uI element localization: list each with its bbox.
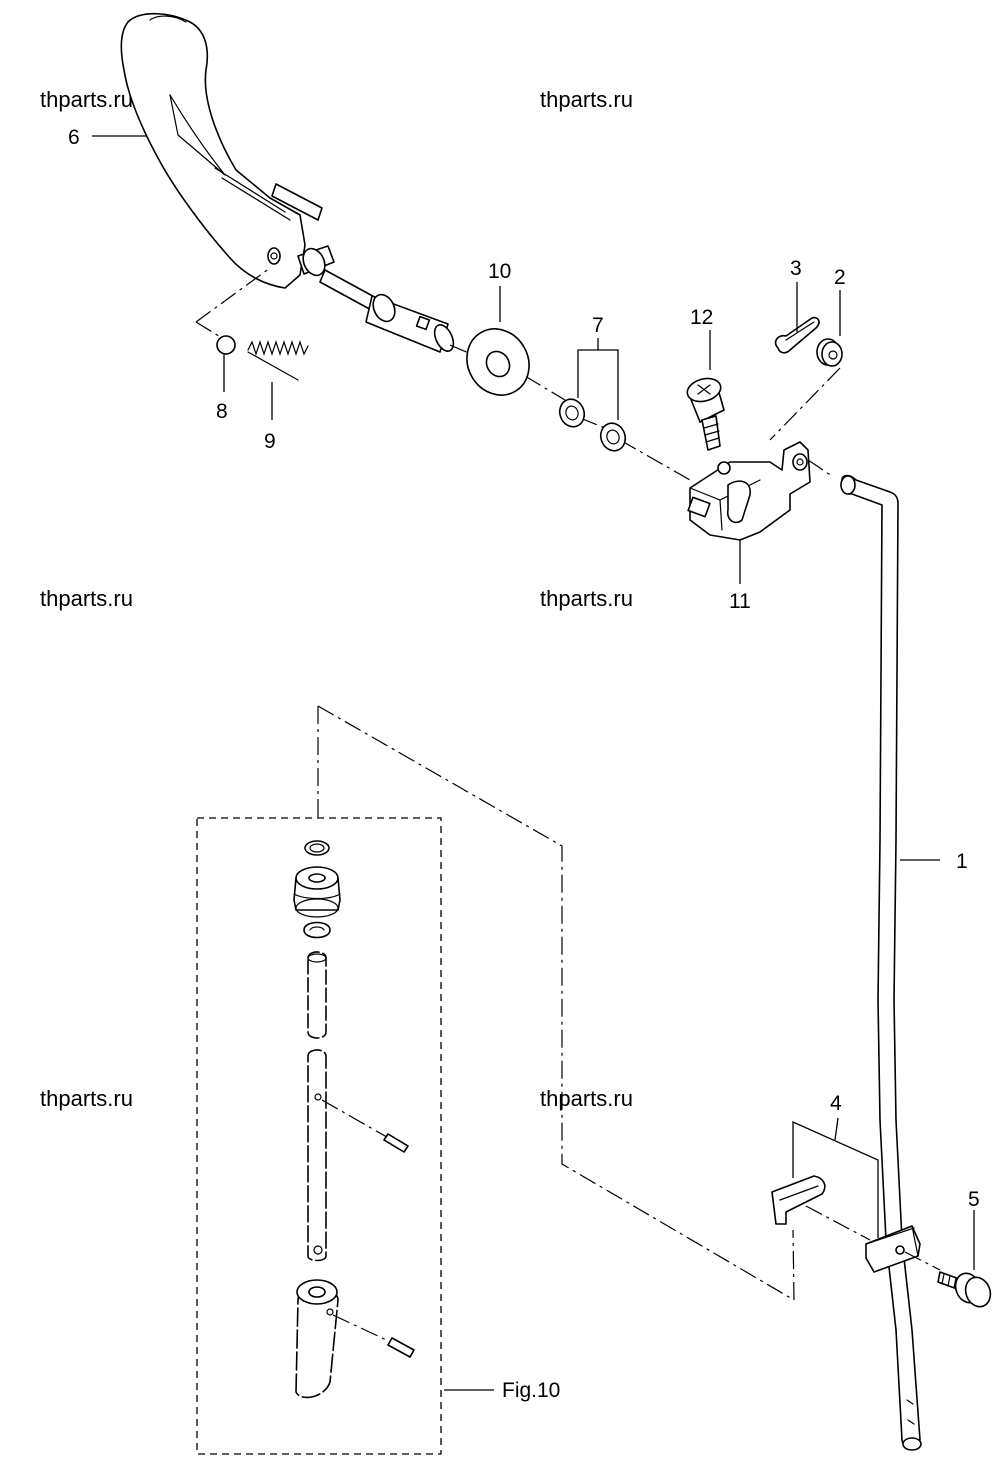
part-12-bolt xyxy=(686,377,725,451)
callout-6: 6 xyxy=(68,126,80,149)
part-2-collar xyxy=(816,338,843,367)
part-3-cotter-pin xyxy=(774,316,820,354)
callout-11: 11 xyxy=(729,590,751,613)
part-1-shift-rod xyxy=(840,474,922,1451)
part-10-thrust-washer xyxy=(466,328,530,396)
watermark-top-right: thparts.ru xyxy=(540,87,633,112)
callout-5: 5 xyxy=(968,1188,980,1211)
callout-3: 3 xyxy=(790,257,802,280)
watermark-mid-left: thparts.ru xyxy=(40,586,133,611)
watermark-top-left: thparts.ru xyxy=(40,87,133,112)
watermark-bottom-right: thparts.ru xyxy=(540,1086,633,1111)
fig10-reference-label: Fig.10 xyxy=(502,1379,560,1402)
callout-1: 1 xyxy=(956,850,968,873)
fig10-inset xyxy=(196,817,442,1455)
watermark-mid-right: thparts.ru xyxy=(540,586,633,611)
shift-shaft xyxy=(297,245,455,353)
linkage-axis-lines xyxy=(317,705,795,1301)
callout-numbers: 1 2 3 4 5 6 7 8 9 10 11 12 Fig.10 xyxy=(68,126,980,1402)
inset-frame xyxy=(196,817,442,1455)
callout-7: 7 xyxy=(592,314,604,337)
part-8-detent-ball xyxy=(216,335,236,355)
callout-4: 4 xyxy=(830,1092,842,1115)
part-7-o-rings xyxy=(558,338,627,452)
part-11-shift-arm xyxy=(687,441,811,541)
leader-lines xyxy=(92,135,975,1391)
assembly-axis-lines xyxy=(195,267,841,481)
part-4-rod-clip xyxy=(771,1117,941,1301)
watermark-bottom-left: thparts.ru xyxy=(40,1086,133,1111)
callout-8: 8 xyxy=(216,400,228,423)
callout-12: 12 xyxy=(690,306,713,329)
watermarks: thparts.ru thparts.ru thparts.ru thparts… xyxy=(40,87,633,1111)
part-6-shift-lever-handle xyxy=(120,12,323,289)
callout-10: 10 xyxy=(488,260,511,283)
callout-2: 2 xyxy=(834,266,846,289)
part-9-detent-spring xyxy=(247,340,309,381)
callout-9: 9 xyxy=(264,430,276,453)
part-5-bolt xyxy=(937,1271,992,1308)
